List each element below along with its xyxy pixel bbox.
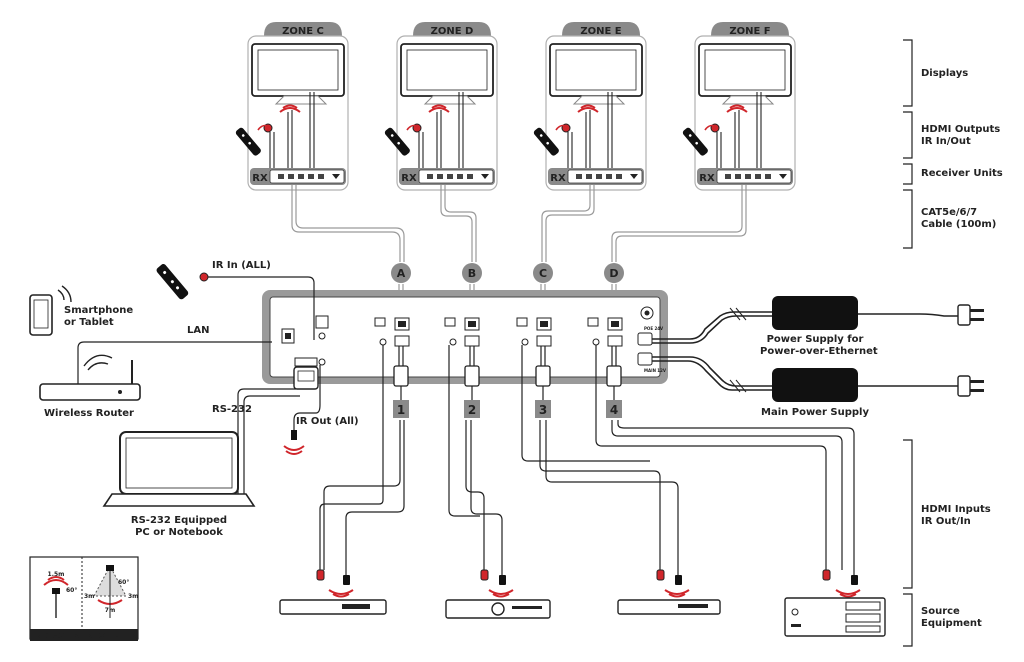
svg-text:MAIN 12V: MAIN 12V: [644, 368, 667, 373]
label-pc: RS-232 Equipped PC or Notebook: [130, 515, 228, 538]
legend-blaster-distance: 1.5m: [48, 571, 65, 578]
legend-extender-left: 3m: [84, 593, 94, 600]
rx-label: RX: [550, 173, 566, 184]
label-wireless-router: Wireless Router: [44, 408, 134, 419]
label-rs232: RS-232: [212, 404, 252, 415]
label-cable: CAT5e/6/7 Cable (100m): [921, 207, 997, 230]
legend-box: [29, 556, 139, 641]
legend-ir-blaster: IR BLASTER: [33, 632, 79, 640]
smartphone: [29, 285, 72, 336]
hdmi-input-tag-4: 4: [606, 400, 622, 418]
label-source-equipment: Source Equipment: [921, 606, 982, 629]
ir-remote-in: [156, 264, 189, 300]
label-poe-supply: Power Supply for Power-over-Ethernet: [760, 334, 878, 357]
right-brackets: [903, 39, 913, 647]
source-ir-4: [822, 569, 861, 598]
label-receiver-units: Receiver Units: [921, 168, 1003, 179]
hdmi-number: 4: [610, 403, 618, 417]
hdmi-input-tag-2: 2: [464, 400, 480, 418]
source-2: [445, 599, 551, 619]
label-displays: Displays: [921, 68, 969, 79]
legend-extender-range: 7m: [105, 607, 115, 614]
zone-receiver-4: ZONE F RX: [682, 22, 796, 191]
rx-label: RX: [699, 173, 715, 184]
legend-extender-right: 3m: [128, 593, 138, 600]
matrix-port-block-3: [516, 317, 552, 347]
svg-text:POE 24V: POE 24V: [644, 326, 664, 331]
legend-ir-extender: IR EXTENDER: [84, 632, 137, 640]
hdmi-number: 3: [539, 403, 547, 417]
main-power-supply-cable: [652, 356, 958, 393]
legend-extender-angle: 60°: [118, 579, 129, 586]
hdbt-letter: C: [539, 267, 547, 280]
zone-receiver-3: ZONE E RX: [533, 22, 647, 191]
label-ir-out: IR Out (All): [296, 416, 359, 427]
source-ir-3: [656, 569, 690, 598]
matrix-unit: POE 24V MAIN 12V: [262, 290, 668, 384]
label-main-supply: Main Power Supply: [761, 407, 869, 418]
poe-plug: [957, 304, 984, 326]
rs232-connector: [293, 366, 319, 390]
zone-title: ZONE D: [431, 26, 474, 37]
legend-blaster-angle: 60°: [66, 587, 77, 594]
hdmi-plug-2: [464, 346, 480, 400]
hdmi-plug-4: [606, 346, 622, 400]
rx-label: RX: [401, 173, 417, 184]
main-adapter: [772, 368, 858, 402]
poe-adapter: [772, 296, 858, 330]
hdmi-input-tag-1: 1: [393, 400, 409, 418]
ir-out-emitter: [283, 430, 305, 455]
source-3: [617, 599, 721, 615]
zone-receiver-1: ZONE C RX: [235, 22, 349, 191]
main-plug: [957, 375, 984, 397]
source-1: [279, 599, 387, 615]
hdbt-letter: D: [609, 267, 618, 280]
zone-title: ZONE C: [282, 26, 324, 37]
label-lan: LAN: [187, 325, 210, 336]
zone-title: ZONE F: [729, 26, 770, 37]
wireless-router: [39, 354, 141, 401]
matrix-port-block-1: [374, 317, 410, 347]
hdmi-plug-3: [535, 346, 551, 400]
hdmi-plug-1: [393, 346, 409, 400]
source-ir-1: [316, 569, 354, 598]
rx-label: RX: [252, 173, 268, 184]
hdmi-number: 1: [397, 403, 405, 417]
hdmi-input-tag-3: 3: [535, 400, 551, 418]
poe-power-supply: [652, 307, 958, 344]
label-ir-in: IR In (ALL): [212, 260, 271, 271]
source-4: [784, 597, 886, 637]
matrix-port-block-2: [444, 317, 480, 347]
label-smartphone: Smartphone or Tablet: [64, 305, 134, 328]
hdbt-letter: A: [397, 267, 406, 280]
pc-notebook: [102, 431, 256, 507]
hdbt-letter: B: [468, 267, 476, 280]
label-hdmi-inputs: HDMI Inputs IR Out/In: [921, 504, 991, 527]
source-ir-2: [480, 569, 514, 598]
hdmi-number: 2: [468, 403, 476, 417]
zone-title: ZONE E: [580, 26, 621, 37]
zone-receiver-2: ZONE D RX: [384, 22, 498, 191]
label-hdmi-outputs: HDMI Outputs IR In/Out: [921, 124, 1001, 147]
